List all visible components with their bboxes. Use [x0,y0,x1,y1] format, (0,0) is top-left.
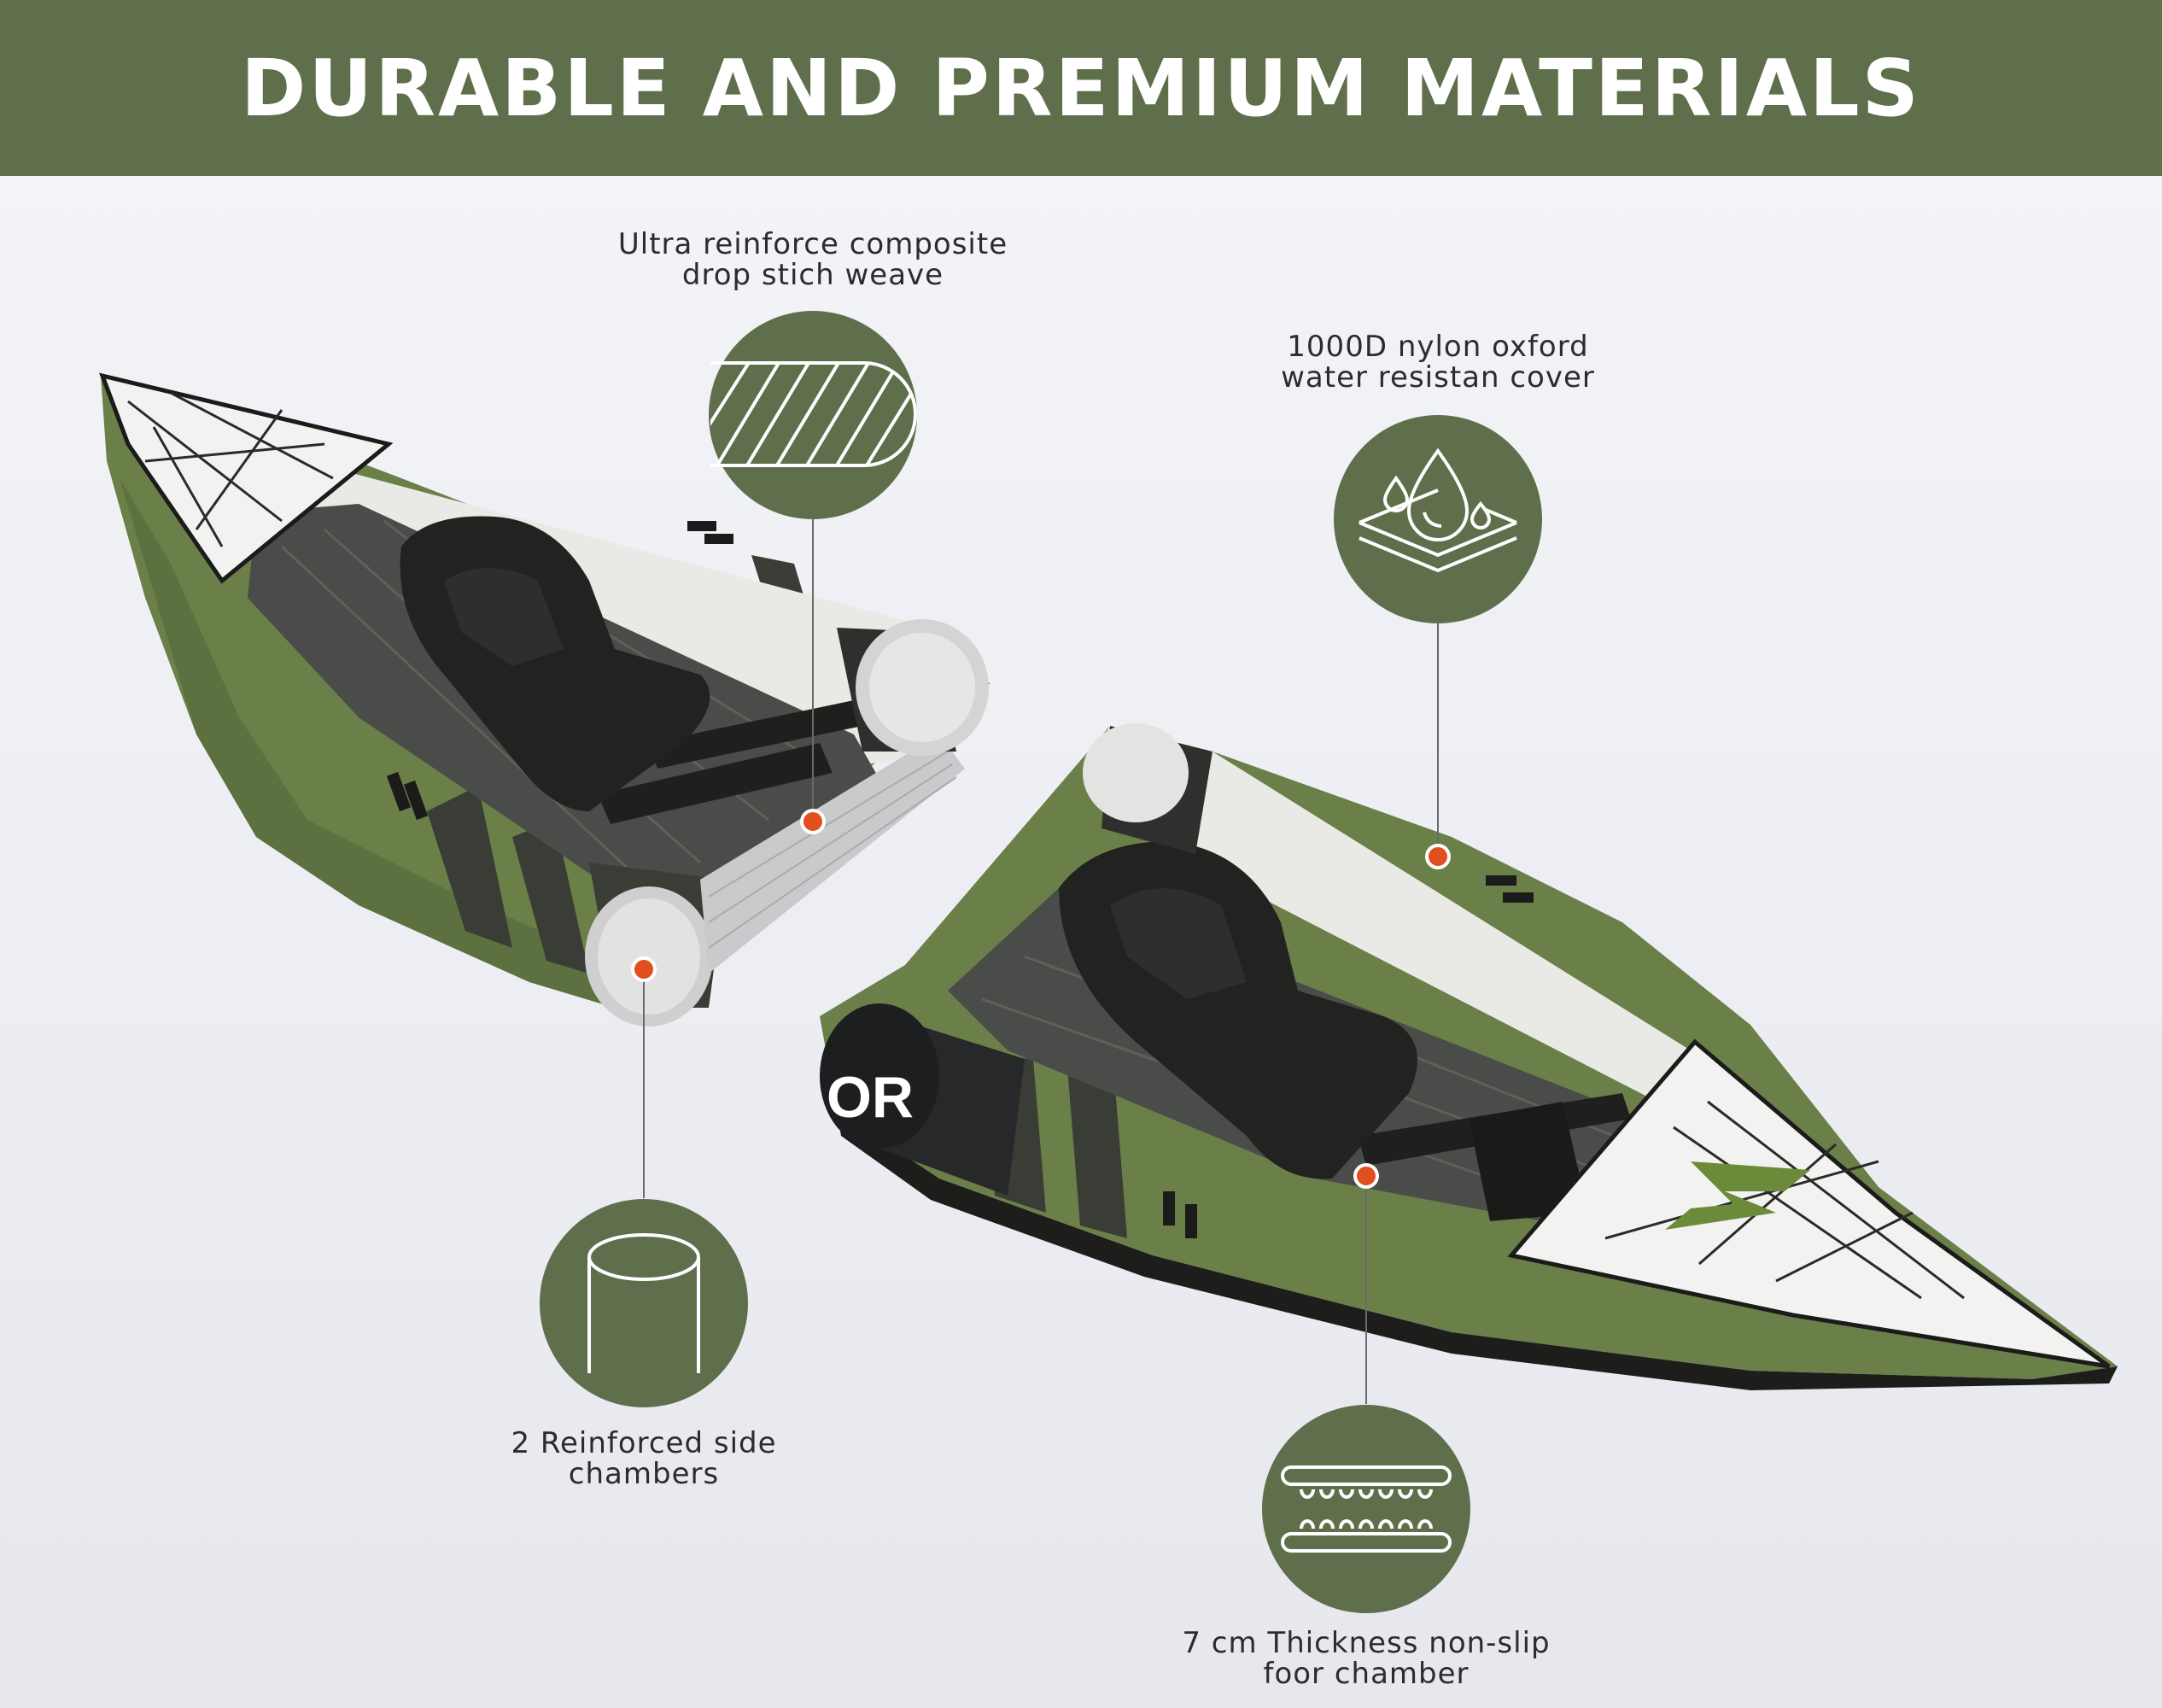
feature-label-cover: 1000D nylon oxford water resistan cover [1182,331,1694,393]
feature-label-floor: 7 cm Thickness non-slip foor chamber [1110,1628,1622,1689]
marker-chambers [631,956,657,982]
brand-logo-mark [1665,1161,1810,1230]
bow-lettering: OR [827,1065,914,1130]
marker-cover [1425,844,1451,869]
feature-badge-weave [709,311,917,519]
feature-label-line: 1000D nylon oxford [1287,330,1589,364]
feature-label-line: drop stich weave [681,258,944,292]
feature-label-line: chambers [568,1457,720,1491]
feature-label-line: Ultra reinforce composite [617,227,1008,261]
left-kayak-section [99,372,990,1027]
feature-label-line: 2 Reinforced side [511,1426,777,1460]
page-title: DURABLE AND PREMIUM MATERIALS [241,42,1921,134]
feature-label-line: foor chamber [1263,1657,1470,1691]
cylinder-icon [587,1233,700,1373]
right-upper-tube-cut [1083,723,1189,822]
right-kayak-section: OR [820,723,2118,1390]
title-banner: DURABLE AND PREMIUM MATERIALS [0,0,2162,176]
marker-floor [1353,1163,1379,1189]
drop-stitch-layers-icon [1281,1465,1452,1553]
feature-badge-floor [1262,1405,1470,1613]
marker-weave [800,809,826,834]
right-stern-deck [1507,1038,2111,1369]
feature-badge-cover [1334,415,1542,623]
left-bow-deck [99,372,394,584]
right-side-tube [1084,726,1691,1110]
feature-label-weave: Ultra reinforce composite drop stich wea… [557,229,1069,290]
woven-fabric-icon [710,361,917,467]
drop-stitch-mesh [700,734,965,974]
right-lower-tube-cut [820,1003,939,1149]
feature-label-chambers: 2 Reinforced side chambers [388,1428,900,1489]
feature-label-line: water resistan cover [1281,360,1595,395]
feature-badge-chambers [540,1199,748,1407]
feature-label-line: 7 cm Thickness non-slip [1182,1626,1551,1660]
water-drop-layers-icon [1359,447,1517,573]
